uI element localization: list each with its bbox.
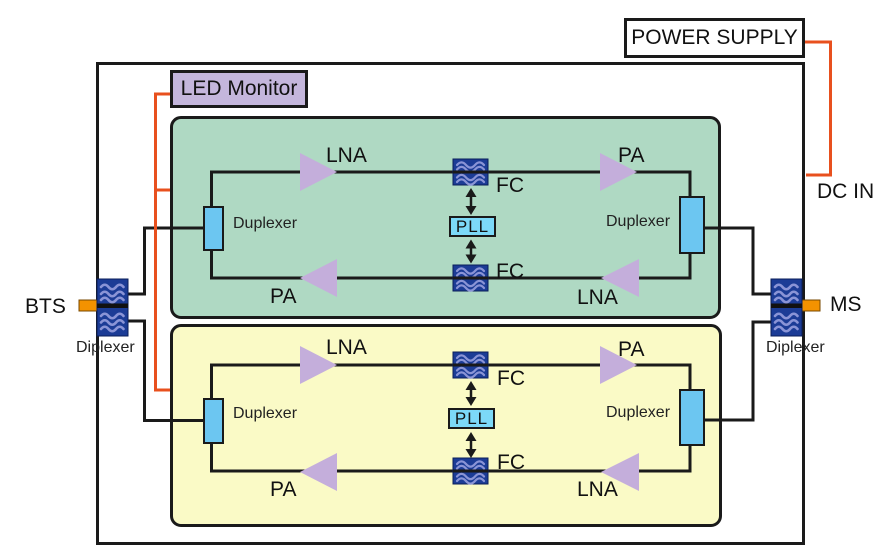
lna-forward-amp-icon bbox=[300, 153, 337, 191]
module2-pa-reverse-label: PA bbox=[270, 478, 297, 501]
power-supply-box: POWER SUPPLY bbox=[624, 18, 805, 58]
module2-pa-forward-label: PA bbox=[618, 338, 645, 361]
ms-rf-connector bbox=[801, 299, 821, 312]
bts-diplexer-label: Diplexer bbox=[76, 339, 135, 356]
bts-rf-connector bbox=[78, 299, 98, 312]
module1-duplexer-left bbox=[203, 206, 224, 251]
fc-filter-upper-2-icon bbox=[452, 351, 489, 379]
module1-duplexer-left-label: Duplexer bbox=[233, 215, 298, 232]
band-module-2 bbox=[170, 324, 722, 527]
bts-label: BTS bbox=[25, 295, 66, 318]
led-monitor-box: LED Monitor bbox=[170, 70, 308, 108]
pa-reverse-amp-icon bbox=[300, 259, 337, 297]
bts-diplexer-icon bbox=[78, 278, 129, 337]
power-supply-label: POWER SUPPLY bbox=[631, 26, 798, 49]
lna-forward-amp2-icon bbox=[300, 346, 337, 384]
module2-duplexer-right bbox=[679, 389, 705, 446]
module2-pll-label: PLL bbox=[454, 408, 489, 428]
module2-fc-lower-label: FC bbox=[497, 451, 525, 474]
fc-filter-upper-1-icon bbox=[452, 158, 489, 186]
module1-lna-reverse-label: LNA bbox=[577, 286, 618, 309]
module1-pll-box: PLL bbox=[449, 216, 496, 237]
module1-duplexer-right bbox=[679, 196, 705, 254]
module1-pa-reverse-label: PA bbox=[270, 285, 297, 308]
signal-wires bbox=[128, 170, 771, 473]
ms-diplexer-label: Diplexer bbox=[766, 339, 825, 356]
wire-module1-bottom-rail bbox=[210, 250, 692, 280]
module2-pll-box: PLL bbox=[448, 408, 495, 429]
pa-forward-amp2-icon bbox=[600, 346, 637, 384]
wire-module2-bottom-rail bbox=[210, 443, 692, 473]
module1-pa-forward-label: PA bbox=[618, 144, 645, 167]
module1-pll-label: PLL bbox=[455, 216, 490, 236]
ms-diplexer-icon bbox=[770, 278, 821, 337]
dc-in-label: DC IN bbox=[817, 180, 875, 203]
wire-module1-top-rail bbox=[210, 170, 692, 206]
module2-lna-forward-label: LNA bbox=[326, 336, 367, 359]
lna-reverse-amp2-icon bbox=[601, 453, 639, 491]
module2-duplexer-left bbox=[203, 398, 224, 444]
module2-lna-reverse-label: LNA bbox=[577, 478, 618, 501]
lna-reverse-amp-icon bbox=[601, 259, 639, 297]
wire-module2-top-rail bbox=[210, 363, 692, 398]
wire-module2-to-ms bbox=[704, 320, 771, 422]
ms-label: MS bbox=[830, 293, 862, 316]
pa-forward-amp-icon bbox=[600, 153, 637, 191]
module1-duplexer-right-label: Duplexer bbox=[606, 213, 671, 230]
amplifiers bbox=[300, 153, 639, 491]
wire-module1-to-ms bbox=[704, 226, 771, 296]
module1-lna-forward-label: LNA bbox=[326, 144, 367, 167]
led-monitor-label: LED Monitor bbox=[180, 77, 298, 100]
fc-filter-lower-1-icon bbox=[452, 264, 489, 292]
pa-reverse-amp2-icon bbox=[300, 453, 337, 491]
dc-power-wires bbox=[154, 40, 832, 392]
module2-fc-upper-label: FC bbox=[497, 367, 525, 390]
wire-power-supply-to-dc-in bbox=[804, 40, 832, 177]
fc-filter-lower-2-icon bbox=[452, 457, 489, 485]
wire-bts-to-module1 bbox=[128, 226, 203, 296]
module1-fc-lower-label: FC bbox=[496, 260, 524, 283]
wire-bts-to-module2 bbox=[128, 319, 203, 422]
module2-duplexer-left-label: Duplexer bbox=[233, 405, 298, 422]
pll-link-arrows bbox=[465, 188, 477, 458]
wire-led-monitor-bus bbox=[154, 92, 170, 392]
module2-duplexer-right-label: Duplexer bbox=[606, 404, 671, 421]
module1-fc-upper-label: FC bbox=[496, 174, 524, 197]
